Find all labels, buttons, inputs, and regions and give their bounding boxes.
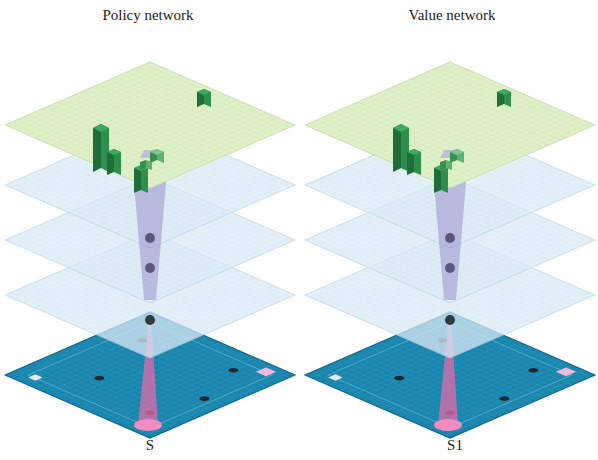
network-title: Value network xyxy=(408,6,495,24)
state-label: S1 xyxy=(447,436,463,454)
network-title: Policy network xyxy=(102,6,193,24)
value-stack xyxy=(305,62,595,438)
policy-stack xyxy=(5,62,295,438)
state-label: S xyxy=(146,436,154,454)
